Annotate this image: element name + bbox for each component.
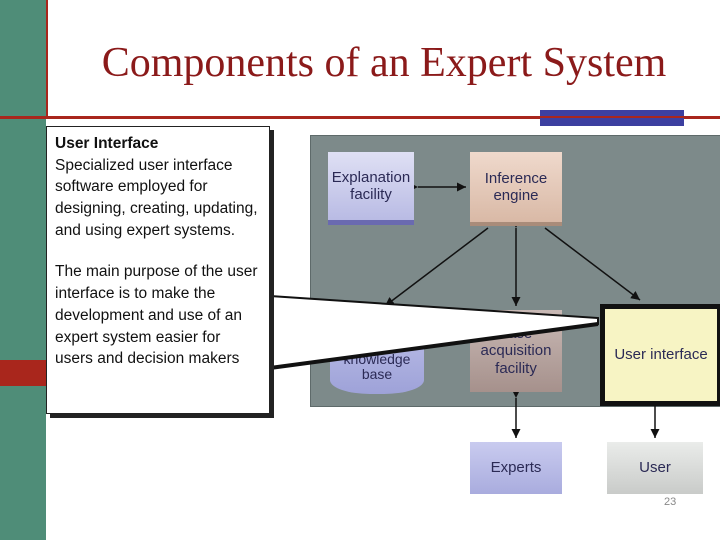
slide-title: Components of an Expert System — [101, 40, 667, 86]
callout-pointer-edge — [269, 322, 599, 370]
user-box: User — [607, 442, 703, 494]
user-interface-box: User interface — [600, 304, 720, 406]
title-divider — [0, 116, 720, 119]
accent-block — [540, 110, 684, 126]
arrow-infer-kb — [384, 227, 489, 307]
callout-paragraph-purpose: The main purpose of the user interface i… — [55, 263, 258, 368]
accent-rule-thin — [540, 116, 684, 118]
user-interface-callout: User Interface Specialized user interfac… — [46, 126, 270, 414]
arrow-infer-ui — [544, 227, 641, 301]
inference-engine-box: Inference engine — [470, 152, 562, 226]
callout-heading: User Interface — [55, 135, 159, 152]
left-accent-bar — [0, 0, 46, 540]
explanation-facility-box: Explanation facility — [328, 152, 414, 225]
experts-box: Experts — [470, 442, 562, 494]
accent-rule-vertical — [46, 0, 48, 117]
page-number: 23 — [664, 496, 677, 508]
accent-block-left — [0, 360, 46, 386]
callout-paragraph-definition: Specialized user interface software empl… — [55, 156, 258, 239]
